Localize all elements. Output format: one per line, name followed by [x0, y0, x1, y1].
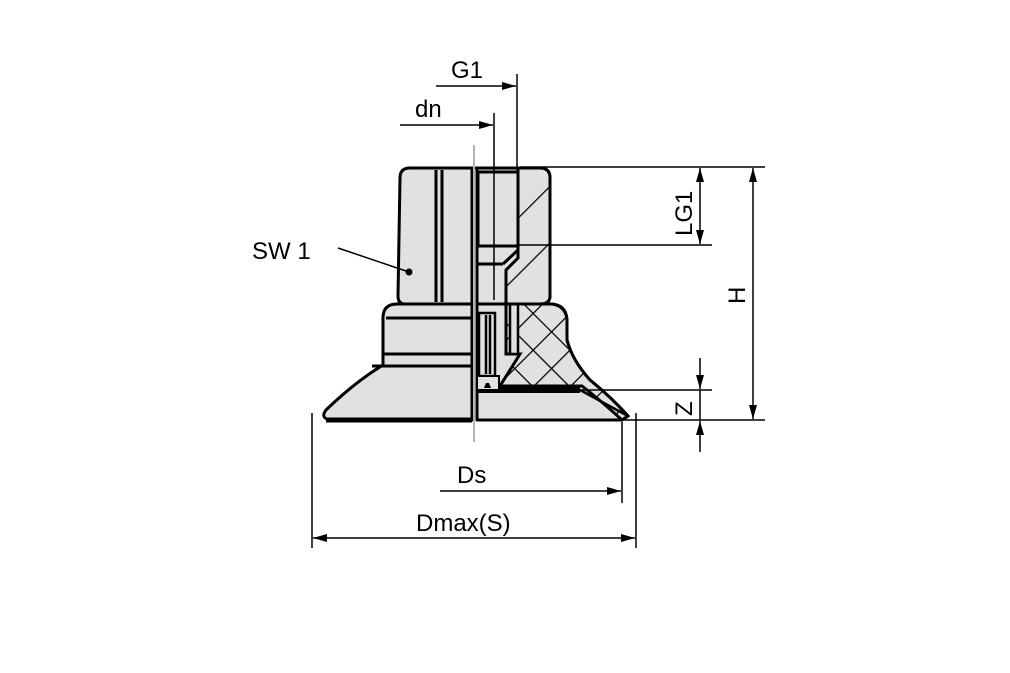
- lip-section: [475, 302, 631, 422]
- dimension-dmax: Dmax(S): [313, 510, 635, 542]
- label-lg1: LG1: [671, 191, 698, 236]
- hex-nut: [396, 166, 552, 306]
- label-dn: dn: [415, 96, 442, 123]
- dimension-h: H: [724, 168, 757, 419]
- dimension-dn: dn: [400, 96, 495, 300]
- dimension-lg1: LG1: [671, 168, 704, 244]
- label-g1: G1: [451, 57, 483, 84]
- callout-sw1: SW 1: [252, 238, 410, 273]
- dimension-z: Z: [671, 358, 704, 452]
- label-ds: Ds: [457, 462, 486, 489]
- label-sw1: SW 1: [252, 238, 311, 265]
- label-dmax: Dmax(S): [416, 510, 511, 537]
- dimension-ds: Ds: [440, 462, 621, 495]
- suction-lip: [322, 302, 474, 423]
- dimension-g1: G1: [436, 57, 518, 170]
- label-z: Z: [671, 401, 698, 416]
- label-h: H: [724, 287, 751, 304]
